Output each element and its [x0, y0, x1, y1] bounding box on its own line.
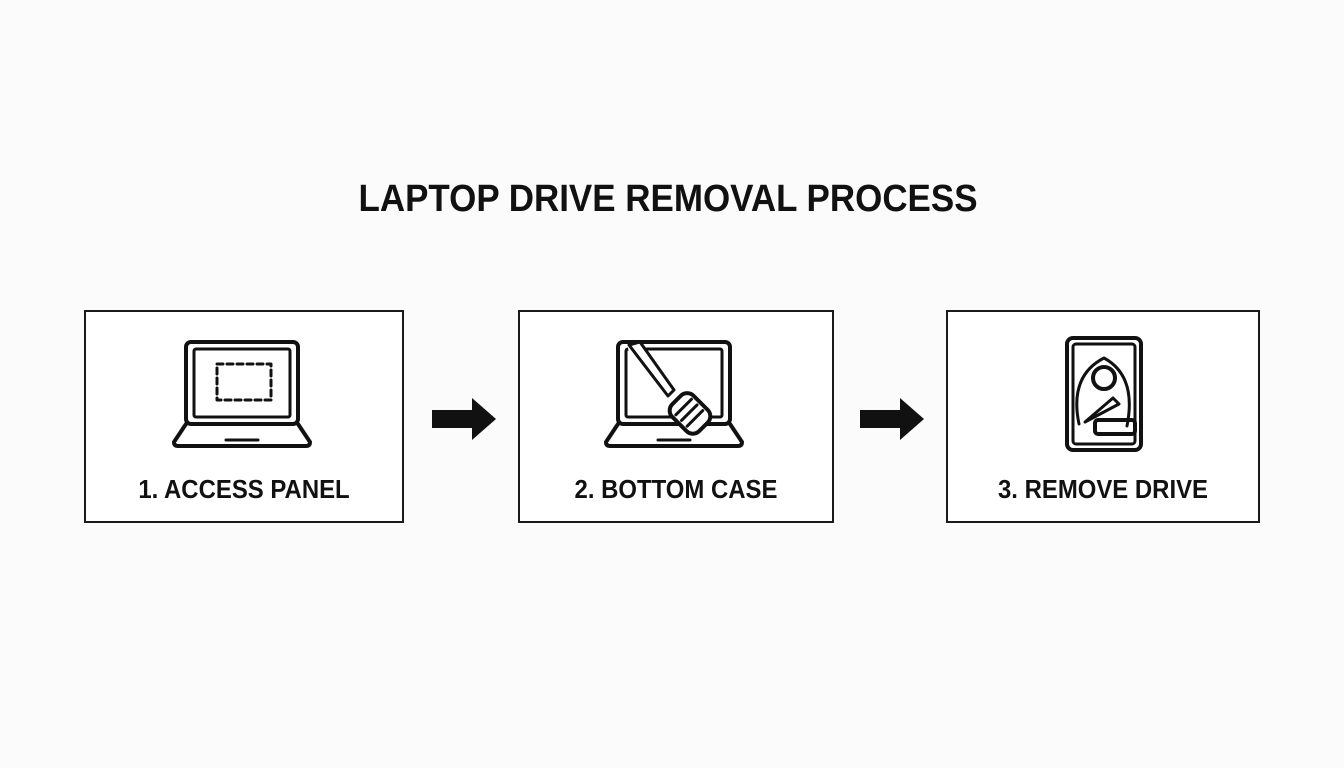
step-1-label: 1. ACCESS PANEL: [138, 474, 350, 504]
step-1-box: 1. ACCESS PANEL: [84, 310, 404, 523]
step-3-box: 3. REMOVE DRIVE: [946, 310, 1260, 523]
right-arrow-icon: [858, 396, 928, 447]
step-3-label: 3. REMOVE DRIVE: [997, 474, 1209, 504]
step-2-label: 2. BOTTOM CASE: [574, 474, 778, 504]
diagram-title: LAPTOP DRIVE REMOVAL PROCESS: [358, 178, 978, 220]
laptop-access-panel-icon: [170, 336, 318, 457]
hard-drive-icon: [1029, 336, 1177, 457]
right-arrow-icon: [430, 396, 500, 447]
laptop-screwdriver-icon: [602, 336, 750, 457]
step-2-box: 2. BOTTOM CASE: [518, 310, 834, 523]
